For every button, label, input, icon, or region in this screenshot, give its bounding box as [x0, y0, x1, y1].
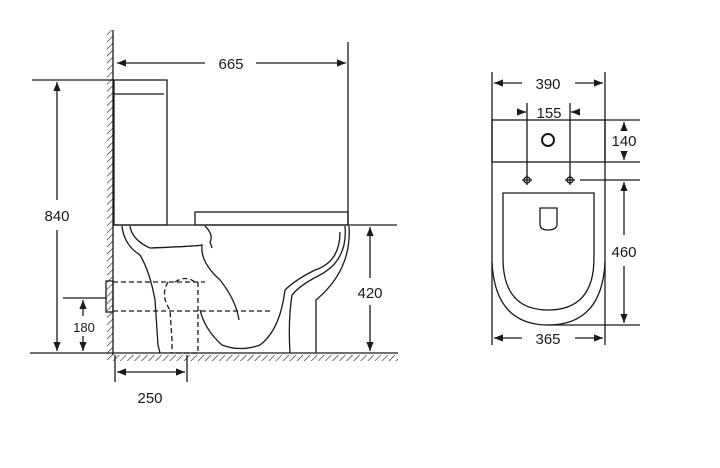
dimension-bowl-width: 365 [535, 331, 560, 348]
dimension-fixing-spacing: 155 [536, 105, 561, 122]
wall-hatch [107, 30, 113, 360]
dimension-outlet-height: 180 [73, 320, 95, 335]
dimension-tank-width: 390 [535, 76, 560, 93]
floor-hatch [113, 355, 398, 361]
fixing-point-icon [522, 175, 575, 185]
dimension-tank-depth: 140 [611, 133, 636, 150]
side-view: 665 840 420 180 250 [30, 30, 398, 407]
bowl-outlet [539, 207, 558, 231]
dimension-height: 840 [44, 208, 69, 225]
seat [194, 211, 349, 226]
bowl-outline [491, 261, 606, 326]
toilet-side-outline [105, 79, 397, 354]
flush-button-icon [541, 133, 555, 147]
tank-top [491, 119, 606, 163]
dimension-outlet-distance: 250 [137, 390, 162, 407]
top-view: 390 155 140 460 365 [491, 72, 640, 348]
outlet-flange [105, 280, 114, 313]
dimension-depth: 665 [218, 56, 243, 73]
dimension-bowl-length: 460 [611, 244, 636, 261]
seat-outline [502, 192, 595, 311]
dimension-seat-height: 420 [357, 285, 382, 302]
cistern [113, 79, 168, 226]
